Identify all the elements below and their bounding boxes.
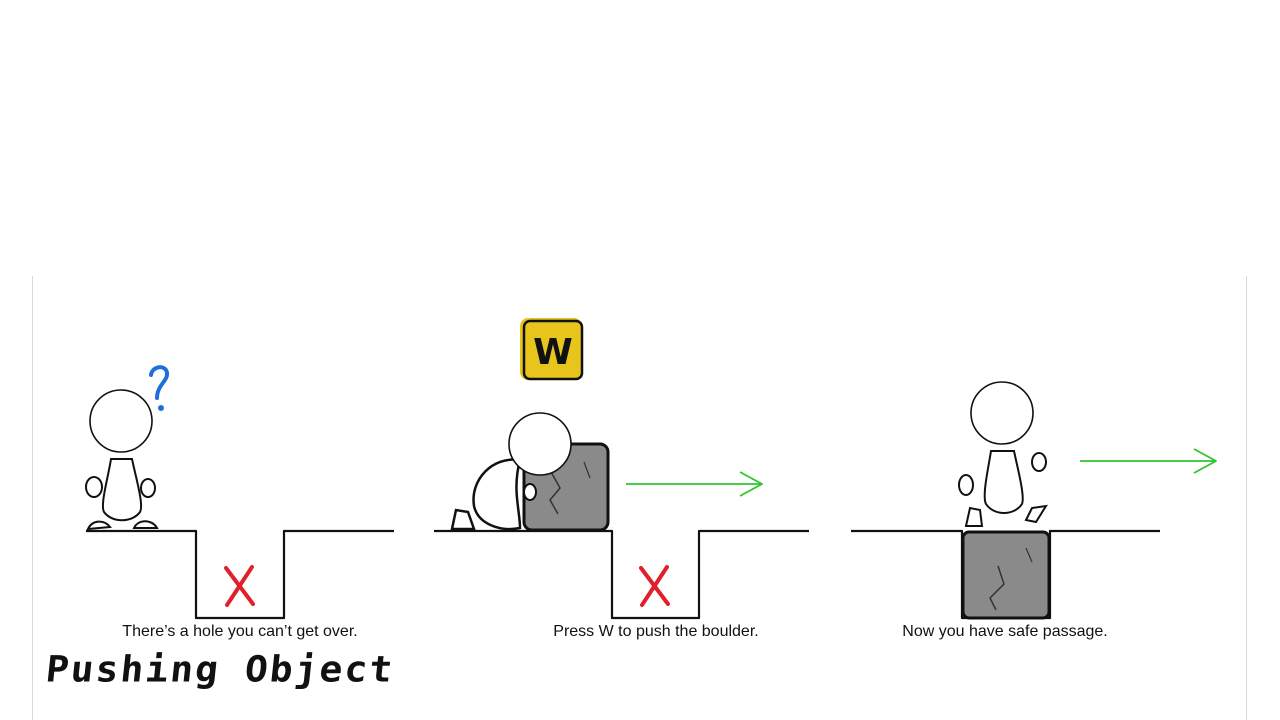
panel-1-caption: There’s a hole you can’t get over. [122,623,358,640]
panel-1 [85,365,394,620]
panel-3 [851,381,1217,620]
right-arrow-icon [626,471,763,497]
character-walking [958,381,1048,527]
panel-2-caption: Press W to push the boulder. [553,623,759,640]
question-mark-icon [149,365,170,411]
character-pushing [450,412,572,531]
ground-with-hole-2 [434,529,809,620]
right-arrow-icon [1080,448,1217,474]
boulder-in-hole [961,530,1051,620]
character-confused [85,389,159,531]
storyboard-frame [32,276,1247,720]
page-title: Pushing Object [43,648,397,690]
w-key-label: W [533,332,573,373]
cross-icon [639,565,670,607]
ground-with-hole-1 [86,529,394,620]
w-key-icon: W [520,318,584,381]
cross-icon [224,565,255,607]
panel-3-caption: Now you have safe passage. [902,623,1108,640]
ground-filled [851,529,1160,620]
panel-2: W [434,318,809,620]
